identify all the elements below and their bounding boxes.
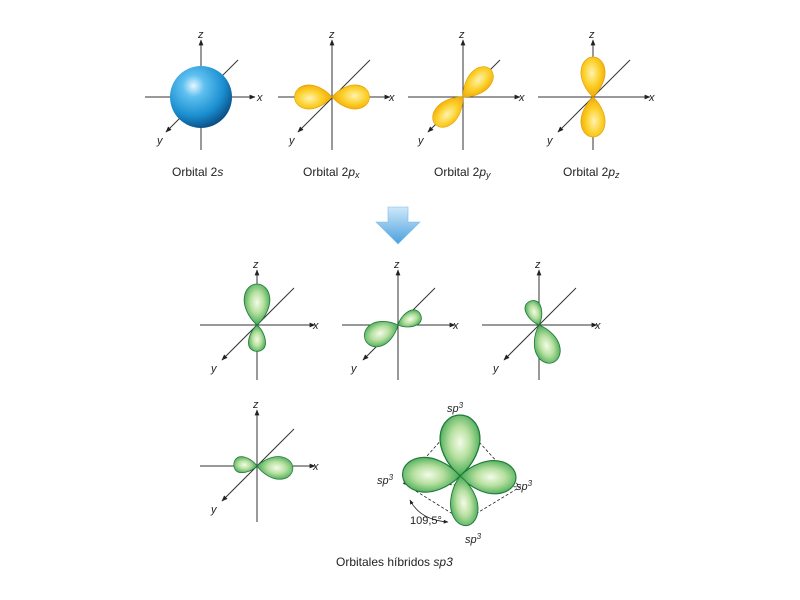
hybrid-lobe-large (243, 283, 271, 326)
orbital-2px-panel: x z y Orbital 2px (278, 29, 395, 180)
hybrid-lobe-large (359, 313, 404, 352)
orbital-2s-panel: x z y Orbital 2s (145, 29, 263, 179)
down-arrow-icon (375, 206, 421, 245)
hybrid-lobe-large (526, 320, 565, 368)
y-axis-label: y (492, 363, 500, 375)
z-axis-label: z (588, 29, 595, 41)
x-axis-label: x (594, 320, 601, 332)
hybrid-orbital-3-panel: x z y (482, 259, 601, 380)
bond-angle-label: 109,5° (410, 515, 442, 527)
caption-2px: Orbital 2px (303, 165, 360, 180)
p-lobe-bottom (580, 96, 606, 138)
y-axis-label: y (210, 504, 218, 516)
sp3-tetrahedral-panel: sp3 sp3 sp3 sp3 109,5° (377, 401, 533, 546)
x-axis-label: x (388, 92, 395, 104)
x-axis-label: x (312, 320, 319, 332)
hybrid-lobe-large (255, 454, 295, 481)
z-axis-label: z (534, 259, 541, 271)
z-axis-label: z (458, 29, 465, 41)
x-axis-label: x (648, 92, 655, 104)
y-axis-label: y (350, 363, 358, 375)
p-lobe-top (580, 56, 606, 98)
hybrid-lobe-small (394, 306, 425, 333)
z-axis-label: z (252, 259, 259, 271)
caption-2pz: Orbital 2pz (563, 165, 620, 180)
y-axis-label: y (288, 135, 296, 147)
sp3-label-left: sp3 (377, 473, 394, 487)
z-axis-label: z (328, 29, 335, 41)
z-axis-label: z (197, 29, 204, 41)
caption-2py: Orbital 2py (434, 165, 491, 180)
hybrid-orbital-2-panel: x z y (342, 259, 459, 380)
orbital-2pz-panel: x z y Orbital 2pz (538, 29, 655, 180)
y-axis (503, 287, 577, 361)
hybrid-orbital-1-panel: x z y (200, 259, 319, 380)
y-axis-label: y (546, 135, 554, 147)
hybrid-orbital-4-panel: x z y (200, 399, 319, 522)
y-axis-label: y (156, 135, 164, 147)
hybrid-lobe-small (522, 297, 547, 329)
p-lobe-left (294, 84, 333, 110)
p-lobe-right (331, 84, 370, 110)
sp3-label-bottom: sp3 (465, 532, 482, 546)
sp3-label-top: sp3 (447, 401, 464, 415)
x-axis-label: x (256, 92, 263, 104)
y-axis-label: y (210, 363, 218, 375)
sp3-label-right: sp3 (516, 479, 533, 493)
s-orbital-sphere (170, 66, 232, 128)
y-axis-label: y (417, 135, 425, 147)
hybrid-lobe-small (232, 455, 259, 475)
caption-hybrid-orbitals: Orbitales híbridos sp3 (336, 555, 453, 569)
caption-2s: Orbital 2s (172, 165, 223, 179)
orbital-2py-panel: x z y Orbital 2py (408, 29, 525, 180)
z-axis-label: z (252, 399, 259, 411)
x-axis-label: x (312, 461, 319, 473)
z-axis-label: z (393, 259, 400, 271)
x-axis-label: x (452, 320, 459, 332)
angle-arc (409, 499, 449, 524)
x-axis-label: x (518, 92, 525, 104)
hybrid-lobe-small (248, 324, 266, 352)
